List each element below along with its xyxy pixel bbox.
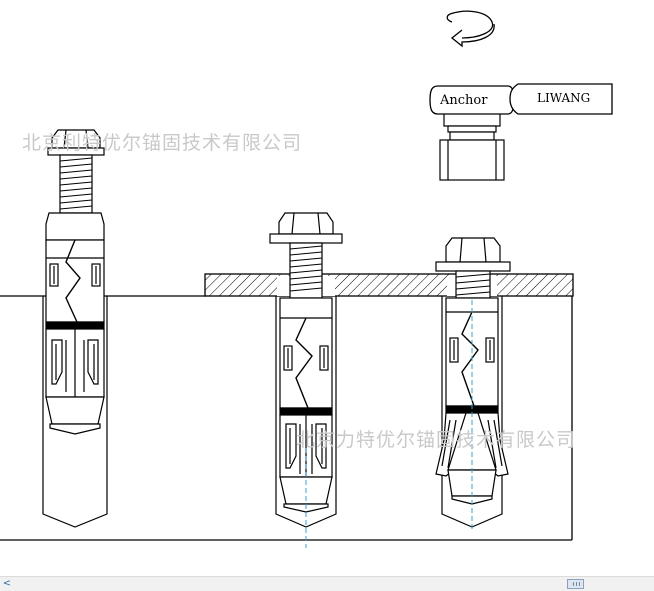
brand-label: LIWANG — [537, 91, 590, 105]
diagram-canvas: Anchor LIWANG — [0, 10, 613, 548]
anchor-installation-diagram: Anchor LIWANG — [0, 10, 613, 548]
anchor-label-box: Anchor — [429, 85, 515, 115]
bolt-thread — [455, 273, 491, 296]
anchor-label: Anchor — [439, 93, 488, 108]
brand-label-box: LIWANG — [509, 83, 613, 115]
rotation-arrow-icon — [446, 10, 495, 48]
bolt-thread — [289, 245, 323, 292]
bolt-thread — [59, 157, 93, 210]
socket-tool — [439, 111, 505, 181]
scroll-thumb[interactable] — [567, 579, 584, 589]
scroll-left-arrow-icon[interactable]: < — [2, 578, 12, 589]
anchor-stage-2 — [269, 212, 343, 528]
horizontal-scrollbar[interactable]: < — [0, 576, 654, 591]
fixture-plate — [204, 273, 574, 297]
anchor-stage-1 — [42, 129, 108, 528]
